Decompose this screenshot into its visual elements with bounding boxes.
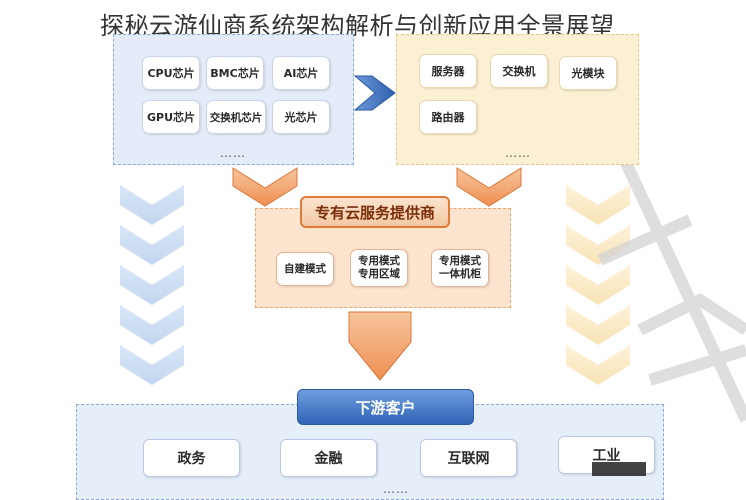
mode-dedicated-cabinet: 专用模式 一体机柜 bbox=[431, 249, 489, 287]
device-router: 路由器 bbox=[419, 100, 477, 134]
customer-header: 下游客户 bbox=[297, 389, 474, 425]
chips-to-provider-arrow bbox=[232, 167, 298, 207]
chip-panel-more: …… bbox=[220, 146, 246, 160]
customer-government: 政务 bbox=[143, 439, 240, 477]
mode-dedicated-region-line1: 专用模式 bbox=[358, 255, 400, 267]
device-panel-more: …… bbox=[505, 146, 531, 160]
chips-to-devices-arrow bbox=[353, 75, 396, 111]
mode-dedicated-cabinet-line1: 专用模式 bbox=[439, 255, 481, 267]
mode-dedicated-region-line2: 专用区域 bbox=[358, 268, 400, 280]
chip-ai: AI芯片 bbox=[272, 56, 330, 90]
mode-self-built-line1: 自建模式 bbox=[284, 262, 326, 275]
devices-to-provider-arrow bbox=[456, 167, 522, 207]
mode-dedicated-cabinet-line2: 一体机柜 bbox=[439, 268, 481, 280]
right-chevron-column bbox=[566, 185, 630, 385]
mode-dedicated-region: 专用模式 专用区域 bbox=[350, 249, 408, 287]
chip-cpu: CPU芯片 bbox=[142, 56, 200, 90]
customer-panel-more: …… bbox=[383, 482, 409, 496]
customer-internet: 互联网 bbox=[420, 439, 517, 477]
chip-bmc: BMC芯片 bbox=[206, 56, 264, 90]
chip-optical: 光芯片 bbox=[272, 100, 330, 134]
mode-self-built: 自建模式 bbox=[276, 252, 334, 286]
customer-finance: 金融 bbox=[280, 439, 377, 477]
chip-panel bbox=[113, 34, 354, 165]
provider-header: 专有云服务提供商 bbox=[300, 196, 450, 228]
device-optical-module: 光模块 bbox=[559, 56, 617, 90]
corner-watermark bbox=[592, 462, 646, 476]
device-server: 服务器 bbox=[419, 54, 477, 88]
device-switch: 交换机 bbox=[490, 54, 548, 88]
provider-to-customer-arrow bbox=[348, 311, 412, 381]
left-chevron-column bbox=[120, 185, 184, 385]
chip-switch: 交换机芯片 bbox=[206, 100, 266, 134]
chip-gpu: GPU芯片 bbox=[142, 100, 200, 134]
